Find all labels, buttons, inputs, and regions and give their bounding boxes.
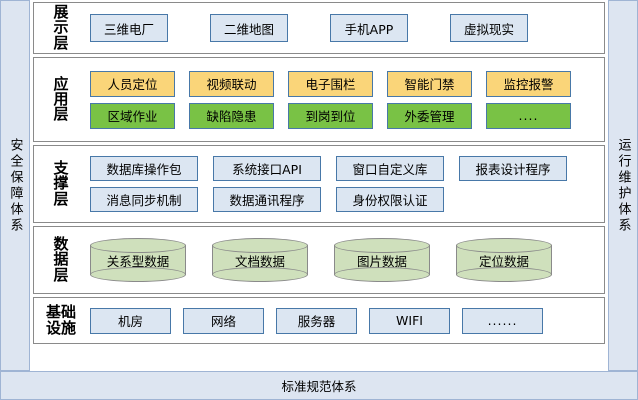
left-band-security-system: 安全保障体系: [0, 0, 30, 371]
layer-infrastructure-body: 机房 网络 服务器 WIFI ......: [86, 307, 604, 334]
layer-stack: 展 示 层 三维电厂 二维地图 手机APP 虚拟现实: [30, 0, 608, 371]
layer-presentation-label: 展 示 层: [34, 3, 86, 52]
node-mobile-app[interactable]: 手机APP: [330, 14, 408, 42]
layer-data-label-line-1: 数: [53, 235, 69, 254]
presentation-row-1: 三维电厂 二维地图 手机APP 虚拟现实: [90, 14, 598, 42]
cylinder-top-ellipse: [456, 238, 552, 253]
layer-presentation: 展 示 层 三维电厂 二维地图 手机APP 虚拟现实: [33, 2, 605, 54]
layer-infrastructure-label: 基础 设施: [34, 303, 86, 337]
layer-application-label-line-1: 应: [53, 74, 69, 93]
cylinder-relational-data-label: 关系型数据: [106, 253, 170, 269]
layer-support: 支 撑 层 数据库操作包 系统接口API 窗口自定义库 报表设计程序 消息同步机…: [33, 145, 605, 223]
node-data-communication-program[interactable]: 数据通讯程序: [213, 187, 321, 212]
left-band-label: 安全保障体系: [7, 137, 23, 234]
layer-application-label-line-3: 层: [53, 105, 69, 124]
node-area-operation[interactable]: 区域作业: [90, 102, 175, 129]
cylinder-bottom-ellipse: [90, 267, 186, 282]
layer-infrastructure: 基础 设施 机房 网络 服务器 WIFI ......: [33, 297, 605, 344]
node-infrastructure-more[interactable]: ......: [462, 307, 543, 334]
node-window-custom-library[interactable]: 窗口自定义库: [336, 156, 444, 181]
right-band-label: 运行维护体系: [615, 137, 631, 234]
node-electronic-fence[interactable]: 电子围栏: [288, 70, 373, 97]
node-server[interactable]: 服务器: [276, 307, 357, 334]
layer-application: 应 用 层 人员定位 视频联动 电子围栏 智能门禁 监控报警 区域作业: [33, 57, 605, 142]
layer-presentation-label-line-2: 示: [53, 18, 69, 37]
layer-support-label-line-2: 撑: [53, 174, 69, 193]
node-monitoring-alarm[interactable]: 监控报警: [486, 70, 571, 97]
node-message-sync-mechanism[interactable]: 消息同步机制: [90, 187, 198, 212]
data-row-1: 关系型数据 文档数据 图片数据: [90, 238, 598, 282]
node-database-operation-package[interactable]: 数据库操作包: [90, 156, 198, 181]
layer-support-body: 数据库操作包 系统接口API 窗口自定义库 报表设计程序 消息同步机制 数据通讯…: [86, 156, 604, 212]
node-personnel-positioning[interactable]: 人员定位: [90, 70, 175, 97]
node-2d-map[interactable]: 二维地图: [210, 14, 288, 42]
cylinder-positioning-data[interactable]: 定位数据: [456, 238, 552, 282]
layer-data-label-line-3: 层: [53, 265, 69, 284]
cylinder-positioning-data-label: 定位数据: [478, 253, 529, 269]
layer-data-label: 数 据 层: [34, 235, 86, 284]
node-computer-room[interactable]: 机房: [90, 307, 171, 334]
cylinder-image-data[interactable]: 图片数据: [334, 238, 430, 282]
layer-application-label: 应 用 层: [34, 74, 86, 124]
cylinder-bottom-ellipse: [212, 267, 308, 282]
cylinder-top-ellipse: [334, 238, 430, 253]
cylinder-top-ellipse: [90, 238, 186, 253]
right-band-operation-maintenance-system: 运行维护体系: [608, 0, 638, 371]
diagram-main-area: 安全保障体系 展 示 层 三维电厂 二维地图 手机APP: [0, 0, 638, 371]
layer-presentation-body: 三维电厂 二维地图 手机APP 虚拟现实: [86, 14, 604, 42]
node-3d-plant[interactable]: 三维电厂: [90, 14, 168, 42]
layer-presentation-label-line-3: 层: [53, 33, 69, 52]
node-report-design-program[interactable]: 报表设计程序: [459, 156, 567, 181]
node-outsourcing-management[interactable]: 外委管理: [387, 102, 472, 129]
layer-support-label: 支 撑 层: [34, 159, 86, 208]
cylinder-document-data-label: 文档数据: [234, 253, 285, 269]
node-network[interactable]: 网络: [183, 307, 264, 334]
layer-data-body: 关系型数据 文档数据 图片数据: [86, 238, 604, 282]
layer-data-label-line-2: 据: [53, 250, 69, 269]
node-application-more[interactable]: ....: [486, 102, 571, 129]
node-wifi[interactable]: WIFI: [369, 307, 450, 334]
bottom-band-label: 标准规范体系: [281, 379, 357, 394]
infrastructure-row-1: 机房 网络 服务器 WIFI ......: [90, 307, 598, 334]
layer-infrastructure-label-line-1: 基础: [45, 303, 76, 322]
application-row-2: 区域作业 缺陷隐患 到岗到位 外委管理 ....: [90, 102, 598, 129]
cylinder-top-ellipse: [212, 238, 308, 253]
node-system-interface-api[interactable]: 系统接口API: [213, 156, 321, 181]
support-row-2: 消息同步机制 数据通讯程序 身份权限认证: [90, 187, 598, 212]
node-on-duty-in-place[interactable]: 到岗到位: [288, 102, 373, 129]
cylinder-document-data[interactable]: 文档数据: [212, 238, 308, 282]
layer-application-body: 人员定位 视频联动 电子围栏 智能门禁 监控报警 区域作业 缺陷隐患 到岗到位 …: [86, 70, 604, 129]
node-identity-permission-auth[interactable]: 身份权限认证: [336, 187, 444, 212]
application-row-1: 人员定位 视频联动 电子围栏 智能门禁 监控报警: [90, 70, 598, 97]
node-defect-hazard[interactable]: 缺陷隐患: [189, 102, 274, 129]
support-row-1: 数据库操作包 系统接口API 窗口自定义库 报表设计程序: [90, 156, 598, 181]
cylinder-bottom-ellipse: [334, 267, 430, 282]
layer-application-label-line-2: 用: [53, 89, 69, 108]
bottom-band-standards-system: 标准规范体系: [0, 371, 638, 400]
cylinder-relational-data[interactable]: 关系型数据: [90, 238, 186, 282]
layer-infrastructure-label-line-2: 设施: [45, 318, 76, 337]
node-smart-access-control[interactable]: 智能门禁: [387, 70, 472, 97]
cylinder-image-data-label: 图片数据: [356, 253, 407, 269]
layer-support-label-line-3: 层: [53, 189, 69, 208]
cylinder-bottom-ellipse: [456, 267, 552, 282]
layer-support-label-line-1: 支: [53, 159, 69, 178]
layer-data: 数 据 层 关系型数据: [33, 226, 605, 294]
node-video-linkage[interactable]: 视频联动: [189, 70, 274, 97]
layer-presentation-label-line-1: 展: [53, 3, 69, 22]
node-virtual-reality[interactable]: 虚拟现实: [450, 14, 528, 42]
